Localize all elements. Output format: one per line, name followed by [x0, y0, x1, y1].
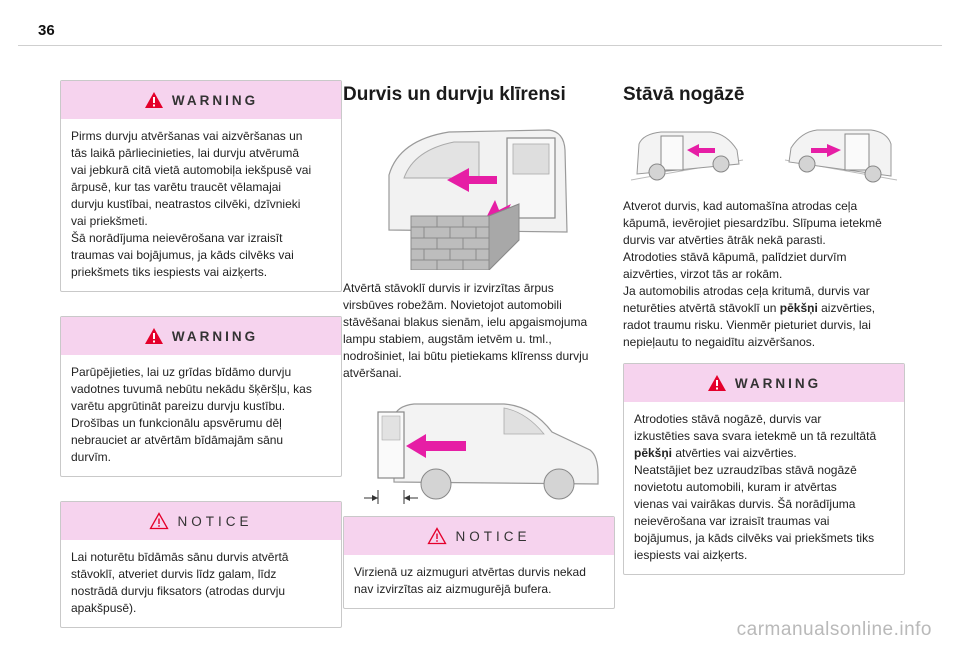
section-heading-door-clearance: Durvis un durvju klīrensi — [343, 84, 566, 105]
door-clearance-text: Atvērtā stāvoklī durvis ir izvirzītas ār… — [343, 281, 589, 380]
warning-box-floor-obstacles: WARNING Parūpējieties, lai uz grīdas bīd… — [60, 316, 342, 477]
warning-triangle-icon — [144, 328, 163, 344]
steep-slope-text: Atverot durvis, kad automašīna atrodas c… — [623, 199, 882, 349]
watermark: carmanualsonline.info — [736, 619, 932, 640]
notice-box-door-latch: NOTICE Lai noturētu bīdāmās sānu durvis … — [60, 501, 342, 628]
warning-text: Atrodoties stāvā nogāzē, durvis var izku… — [634, 412, 877, 562]
notice-triangle-icon — [149, 512, 170, 530]
warning-box-door-operation: WARNING Pirms durvju atvēršanas vai aizv… — [60, 80, 342, 292]
warning-text: Parūpējieties, lai uz grīdas bīdāmo durv… — [71, 365, 312, 464]
door-closing-on-slope-icon — [784, 129, 898, 183]
notice-text: Lai noturētu bīdāmās sānu durvis atvērtā… — [71, 550, 289, 615]
column-middle: Durvis un durvju klīrensi Atvērtā — [343, 80, 615, 633]
warning-triangle-icon — [707, 375, 726, 391]
notice-box-rear-doors: NOTICE Virzienā uz aizmuguri atvērtas du… — [343, 516, 615, 609]
notice-label: NOTICE — [455, 528, 531, 544]
notice-text: Virzienā uz aizmuguri atvērtas durvis ne… — [354, 565, 586, 596]
header-rule — [18, 45, 942, 46]
warning-text: Pirms durvju atvēršanas vai aizvēršanas … — [71, 129, 312, 279]
column-right: Stāvā nogāzē Atverot durvis, kad automaš… — [623, 80, 905, 599]
section-heading-steep-slope: Stāvā nogāzē — [623, 84, 745, 105]
notice-triangle-icon — [427, 527, 448, 545]
van-side-clearance-icon — [364, 403, 599, 504]
column-left: WARNING Pirms durvju atvēršanas vai aizv… — [60, 80, 342, 652]
notice-header: NOTICE — [61, 502, 341, 540]
warning-box-steep-slope: WARNING Atrodoties stāvā nogāzē, durvis … — [623, 363, 905, 575]
slope-illustrations — [623, 120, 905, 184]
warning-label: WARNING — [734, 375, 822, 391]
car-on-slope-icon — [630, 131, 744, 181]
open-sliding-door-wall-icon — [388, 129, 568, 270]
warning-label: WARNING — [171, 92, 259, 108]
warning-header: WARNING — [624, 364, 904, 402]
notice-header: NOTICE — [344, 517, 614, 555]
warning-label: WARNING — [171, 328, 259, 344]
warning-header: WARNING — [61, 317, 341, 355]
warning-header: WARNING — [61, 81, 341, 119]
page-number: 36 — [38, 22, 55, 39]
notice-label: NOTICE — [177, 513, 253, 529]
warning-triangle-icon — [144, 92, 163, 108]
